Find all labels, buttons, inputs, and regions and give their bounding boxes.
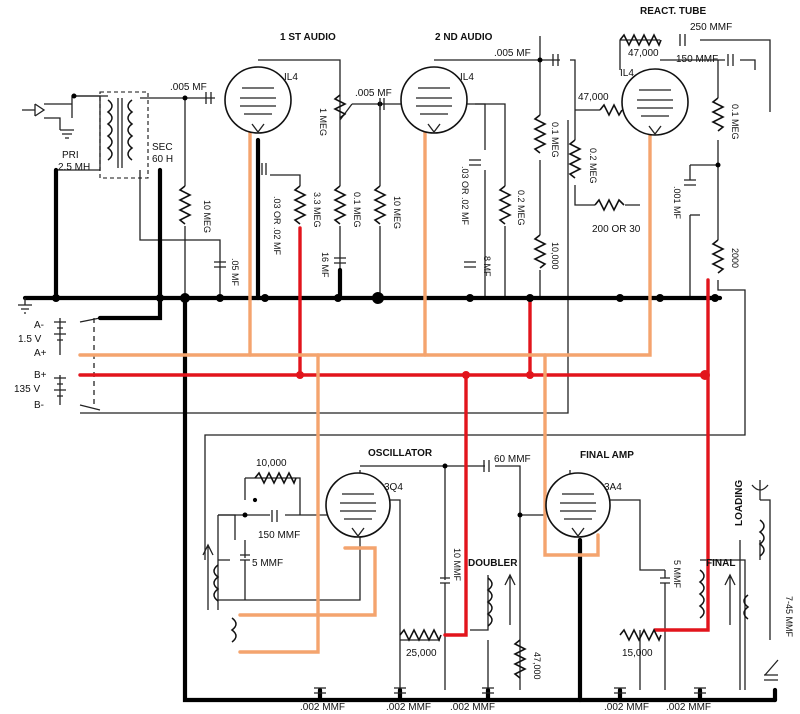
label-r-react-plate: 0.1 MEG	[730, 104, 740, 140]
label-c-final-tank: 5 MMF	[672, 560, 682, 589]
label-r-pot2: 10,000	[550, 242, 560, 270]
capacitors	[205, 34, 778, 694]
label-c-osc-grid: 150 MMF	[258, 530, 300, 541]
label-c-out2: .005 MF	[494, 48, 531, 59]
label-doubler: DOUBLER	[468, 558, 518, 569]
label-react-tube: REACT. TUBE	[640, 6, 706, 17]
junction-dots	[52, 57, 721, 518]
label-r-react-drop: 2000	[730, 248, 740, 268]
label-a-minus: A-	[34, 320, 44, 331]
label-first-audio: 1 ST AUDIO	[280, 32, 336, 43]
tube-first-audio-type: IL4	[284, 72, 298, 83]
tube-react: IL4	[620, 68, 689, 136]
tube-final-amp-type: 3A4	[604, 482, 622, 493]
transformer-pri-label: PRI	[62, 150, 79, 161]
label-b-minus: B-	[34, 400, 44, 411]
resistors	[178, 33, 725, 679]
label-c-byp-fin2: .002 MMF	[666, 702, 711, 713]
label-c-input: .005 MF	[170, 82, 207, 93]
label-loading: LOADING	[734, 480, 745, 526]
label-r-grid2: 10 MEG	[392, 196, 402, 229]
antenna-icon	[751, 480, 769, 500]
label-b-plus: B+	[34, 370, 47, 381]
label-b-voltage: 135 V	[14, 384, 40, 395]
label-c-react-byp: .001 MF	[672, 186, 682, 220]
label-c-byp-osc1: .002 MMF	[300, 702, 345, 713]
tube-oscillator: 3Q4	[325, 472, 403, 538]
supply-labels: A- 1.5 V A+ B+ 135 V B-	[14, 320, 47, 411]
tube-second-audio-type: IL4	[460, 72, 474, 83]
label-second-audio: 2 ND AUDIO	[435, 32, 493, 43]
label-a-voltage: 1.5 V	[18, 334, 42, 345]
label-r-plate2: 0.2 MEG	[516, 190, 526, 226]
label-r-doubler-grid: 25,000	[406, 648, 437, 659]
tube-second-audio: IL4	[400, 66, 474, 134]
label-c-bypass1: .05 MF	[230, 258, 240, 287]
audio-transformer: PRI 2.5 MH SEC 60 H	[58, 91, 173, 179]
label-c-dec1: 16 MF	[320, 252, 330, 278]
transformer-sec-label: SEC	[152, 142, 173, 153]
label-r-plate1: 3.3 MEG	[312, 192, 322, 228]
label-final-amp: FINAL AMP	[580, 450, 634, 461]
label-r-47k-low: 47,000	[532, 652, 542, 680]
label-r-load2: 0.1 MEG	[550, 122, 560, 158]
label-oscillator: OSCILLATOR	[368, 448, 433, 459]
label-c-react-plate: 150 MMF	[676, 54, 718, 65]
label-r-react-grid: 47,000	[578, 92, 609, 103]
component-labels: .005 MF 10 MEG .05 MF .03 OR .02 MF 3.3 …	[170, 22, 794, 713]
label-r-react-fb: 47,000	[628, 48, 659, 59]
switch-arms	[79, 317, 101, 411]
label-c-osc-tank: 5 MMF	[252, 558, 283, 569]
tube-final-amp: 3A4	[545, 472, 622, 538]
label-c-react-fb: 250 MMF	[690, 22, 732, 33]
tube-react-type: IL4	[620, 68, 634, 79]
coils	[202, 519, 765, 643]
label-r-react-alt: 200 OR 30	[592, 224, 641, 235]
label-r-dec1: 0.1 MEG	[352, 192, 362, 228]
transformer-sec-value: 60 H	[152, 154, 173, 165]
stage-labels: 1 ST AUDIO 2 ND AUDIO REACT. TUBE OSCILL…	[280, 6, 745, 569]
signal-wiring	[22, 36, 779, 690]
label-c-screen2: .03 OR .02 MF	[460, 166, 470, 226]
tube-first-audio: IL4	[224, 66, 298, 134]
label-r-osc-grid: 10,000	[256, 458, 287, 469]
label-c-osc-couple: 60 MMF	[494, 454, 531, 465]
label-c-dec2: 8 MF	[482, 256, 492, 277]
filament-bus	[78, 128, 652, 654]
label-vol-pot: 1 MEG	[318, 108, 328, 136]
label-c-screen1: .03 OR .02 MF	[272, 196, 282, 256]
label-r-grid1: 10 MEG	[202, 200, 212, 233]
battery-symbols	[18, 298, 66, 405]
label-r-react-bias: 0.2 MEG	[588, 148, 598, 184]
label-c-coupling2: .005 MF	[355, 88, 392, 99]
label-r-final-grid: 15,000	[622, 648, 653, 659]
label-c-byp-osc2: .002 MMF	[386, 702, 431, 713]
label-c-byp-osc3: .002 MMF	[450, 702, 495, 713]
b-plus-bus	[78, 226, 710, 637]
label-c-byp-fin1: .002 MMF	[604, 702, 649, 713]
tube-oscillator-type: 3Q4	[384, 482, 403, 493]
label-final: FINAL	[706, 558, 735, 569]
label-c-trimmer: 7-45 MMF	[784, 596, 794, 638]
label-c-doubler: 10 MMF	[452, 548, 462, 582]
transformer-pri-value: 2.5 MH	[58, 162, 90, 173]
label-a-plus: A+	[34, 348, 47, 359]
